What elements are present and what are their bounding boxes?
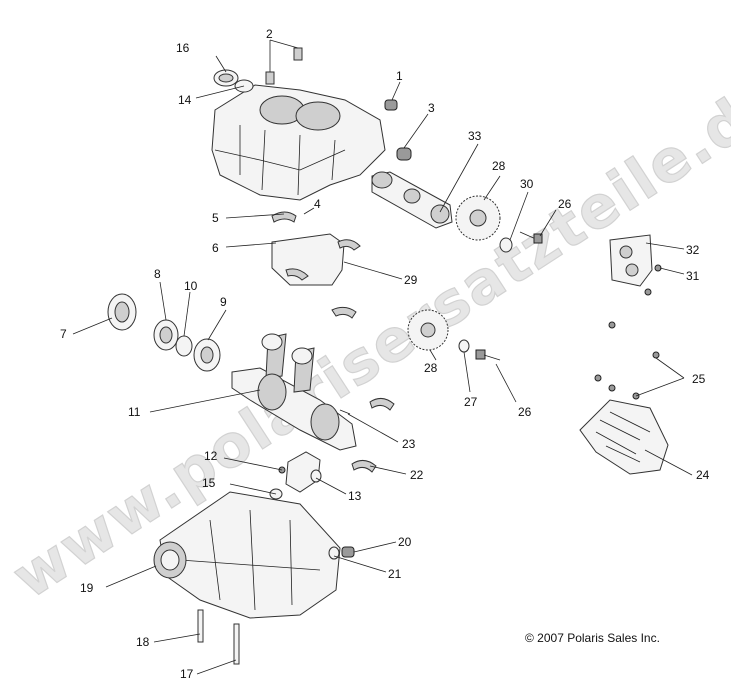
camshaft-part [371,171,453,229]
label-5: 5 [212,211,219,225]
label-4: 4 [314,197,321,211]
upper-crankcase-part [211,84,386,201]
label-33: 33 [468,129,482,143]
label-24: 24 [696,468,710,482]
drain-plug-part [328,546,355,560]
gear-bolt-part [519,231,543,244]
label-18: 18 [136,635,150,649]
dowel-pins-part [265,47,303,85]
label-3: 3 [428,101,435,115]
crank-gear-part [407,309,449,351]
copyright-text: © 2007 Polaris Sales Inc. [525,631,660,645]
rod-bearing-part [339,398,395,473]
label-2: 2 [266,27,273,41]
label-8: 8 [154,267,161,281]
label-25: 25 [692,372,706,386]
plug-part [384,99,412,161]
label-15: 15 [202,476,216,490]
screen-bolts-part [594,321,660,400]
label-20: 20 [398,535,412,549]
label-11: 11 [128,405,141,419]
label-29: 29 [404,273,418,287]
studs-part [197,609,240,665]
washer-part [499,237,513,253]
crankshaft-assembly-part [231,333,357,451]
part-labels: 1 2 3 4 5 6 7 8 9 10 11 12 13 14 15 16 1… [60,27,710,681]
crankshaft-seal-part [107,293,221,372]
label-23: 23 [402,437,416,451]
label-1: 1 [396,69,403,83]
label-14: 14 [178,93,192,107]
label-7: 7 [60,327,67,341]
label-32: 32 [686,243,700,257]
label-28-upper: 28 [492,159,506,173]
label-13: 13 [348,489,362,503]
main-bearing-part [271,211,361,319]
breather-plate-part [609,234,662,296]
oil-pump-part [269,451,322,500]
leader-lines [72,39,693,675]
label-27: 27 [464,395,478,409]
label-26-upper: 26 [558,197,572,211]
label-30: 30 [520,177,534,191]
oil-screen-part [579,399,669,475]
label-9: 9 [220,295,227,309]
label-19: 19 [80,581,94,595]
cam-gear-part [455,195,501,241]
label-10: 10 [184,279,198,293]
seal-ring-part [213,69,254,93]
crank-washer-part [458,339,470,353]
label-31: 31 [686,269,700,283]
crank-bolt-part [475,349,501,361]
label-17: 17 [180,667,194,681]
label-16: 16 [176,41,190,55]
label-12: 12 [204,449,218,463]
label-22: 22 [410,468,424,482]
label-21: 21 [388,567,402,581]
label-28-lower: 28 [424,361,438,375]
label-26-lower: 26 [518,405,532,419]
lower-crankcase-part [153,491,341,619]
label-6: 6 [212,241,219,255]
